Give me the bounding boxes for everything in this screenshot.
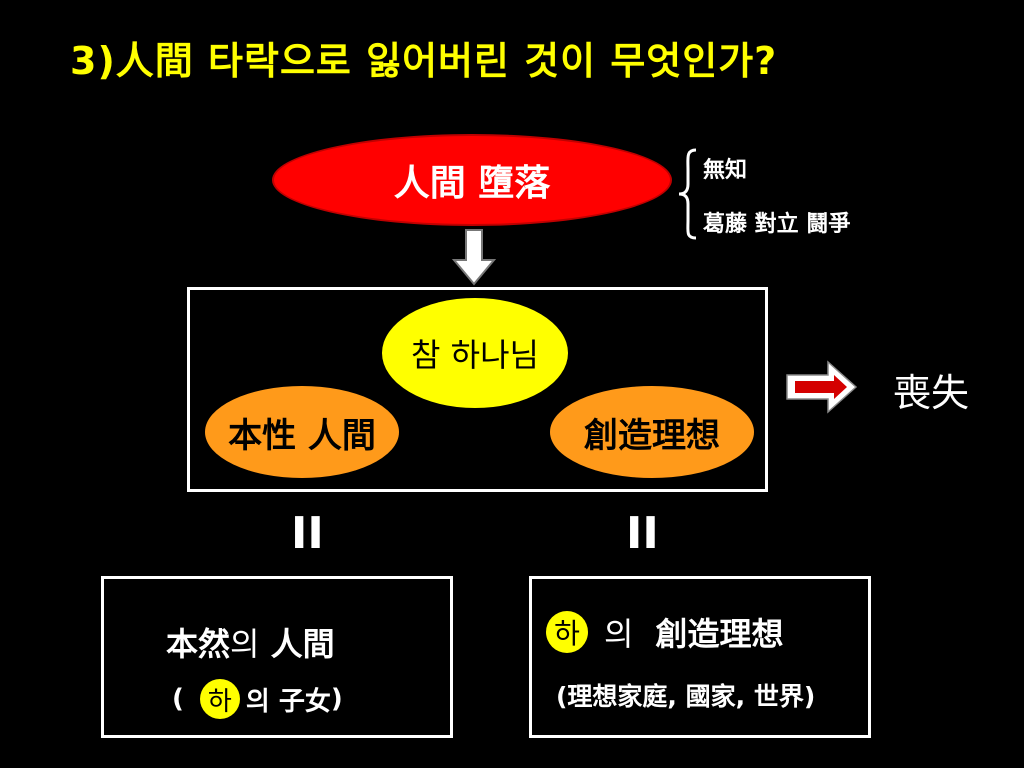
possessive-text: 의 <box>230 625 260 663</box>
original-human-label: 本性 人間 <box>228 415 376 456</box>
equal-sign-left: II <box>291 508 324 559</box>
children-of-god-line: ( 하 의 子女 ) <box>172 679 343 719</box>
human-text: 人間 <box>259 625 335 663</box>
open-paren: ( <box>172 684 184 714</box>
creation-ideal-box: 하 의 創造理想 (理想家庭, 國家, 世界) <box>529 576 871 738</box>
result-ignorance: 無知 <box>703 158 748 183</box>
original-human-heading: 本然의 人間 <box>166 619 335 665</box>
god-badge: 하 <box>199 679 240 719</box>
fall-label: 人間 墮落 <box>393 163 551 204</box>
creation-ideal-label: 創造理想 <box>584 415 720 456</box>
brace-icon <box>678 148 697 240</box>
children-text: 의 子女 <box>245 686 331 717</box>
page-title: 3)人間 타락으로 잃어버린 것이 무엇인가? <box>70 39 778 83</box>
true-god-label: 참 하나님 <box>411 336 539 374</box>
possessive-text: 의 <box>604 615 634 653</box>
right-arrow-icon <box>786 360 858 414</box>
original-text: 本然 <box>166 625 231 663</box>
creation-ideal-text: 創造理想 <box>655 615 784 653</box>
close-paren: ) <box>330 684 343 714</box>
original-human-box: 本然의 人間 ( 하 의 子女 ) <box>101 576 453 738</box>
down-arrow-icon <box>451 229 497 286</box>
original-human-ellipse: 本性 人間 <box>205 386 399 478</box>
ideal-examples: (理想家庭, 國家, 世界) <box>556 682 816 711</box>
creation-ideal-ellipse: 創造理想 <box>550 386 754 478</box>
god-badge: 하 <box>546 611 588 653</box>
equal-sign-right: II <box>626 508 659 559</box>
result-conflict: 葛藤 對立 鬪爭 <box>703 212 851 237</box>
creation-ideal-heading: 하 의 創造理想 <box>546 609 783 655</box>
lost-label: 喪失 <box>893 371 970 415</box>
center-box <box>187 287 768 492</box>
fall-ellipse: 人間 墮落 <box>272 134 672 226</box>
true-god-ellipse: 참 하나님 <box>382 298 568 408</box>
